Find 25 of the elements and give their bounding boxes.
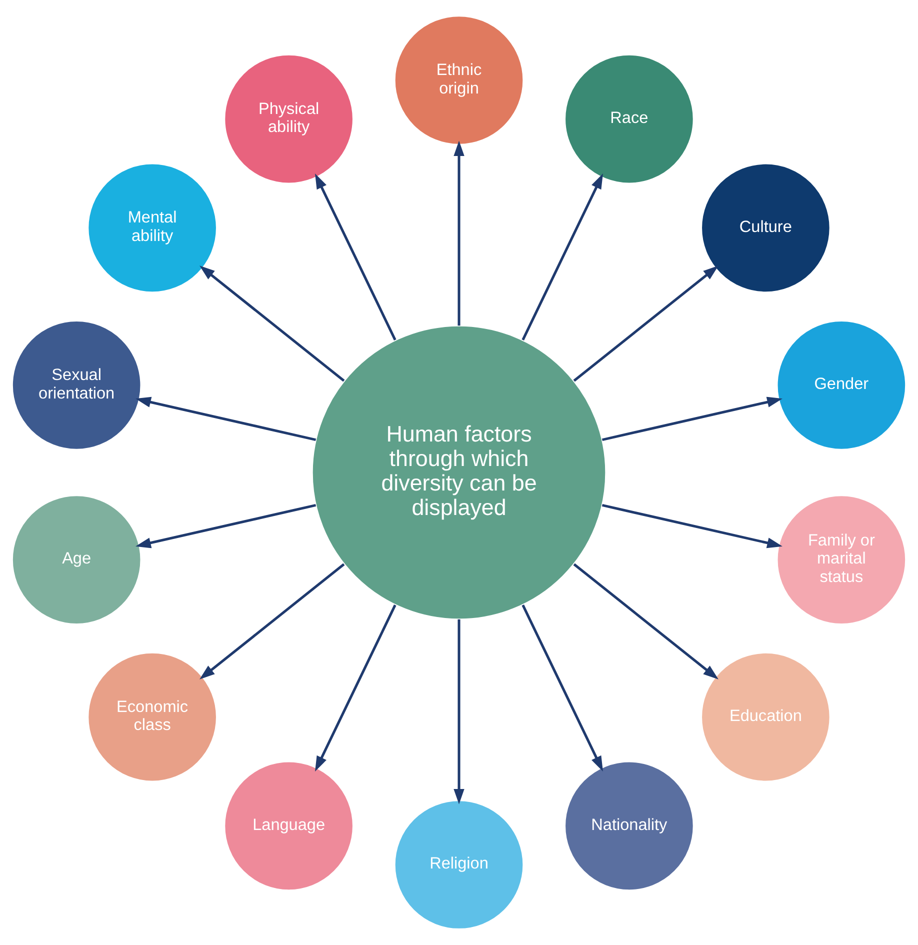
node-circle: Race: [564, 54, 694, 184]
arrow: [454, 619, 464, 804]
arrow: [522, 604, 603, 772]
node-circle: Religion: [394, 800, 524, 930]
node-circle: Sexual orientation: [12, 320, 142, 450]
arrow: [136, 396, 316, 442]
arrow: [573, 266, 718, 382]
node-circle: Family or marital status: [776, 495, 906, 624]
arrow: [573, 563, 718, 680]
arrow: [315, 604, 396, 772]
node-circle: Ethnic origin: [394, 16, 524, 145]
node-circle: Human factors through which diversity can be displayed: [312, 325, 606, 620]
arrow: [200, 563, 345, 680]
arrow: [315, 174, 396, 340]
arrow: [136, 504, 316, 548]
arrow: [454, 140, 464, 326]
node-circle: Nationality: [564, 761, 694, 891]
node-circle: Language: [224, 761, 354, 891]
arrow: [200, 266, 345, 382]
arrow: [522, 174, 603, 340]
node-circle: Physical ability: [224, 54, 354, 184]
node-circle: Gender: [776, 320, 906, 450]
arrow: [602, 504, 782, 548]
arrow: [602, 396, 782, 442]
node-circle: Age: [12, 495, 142, 624]
